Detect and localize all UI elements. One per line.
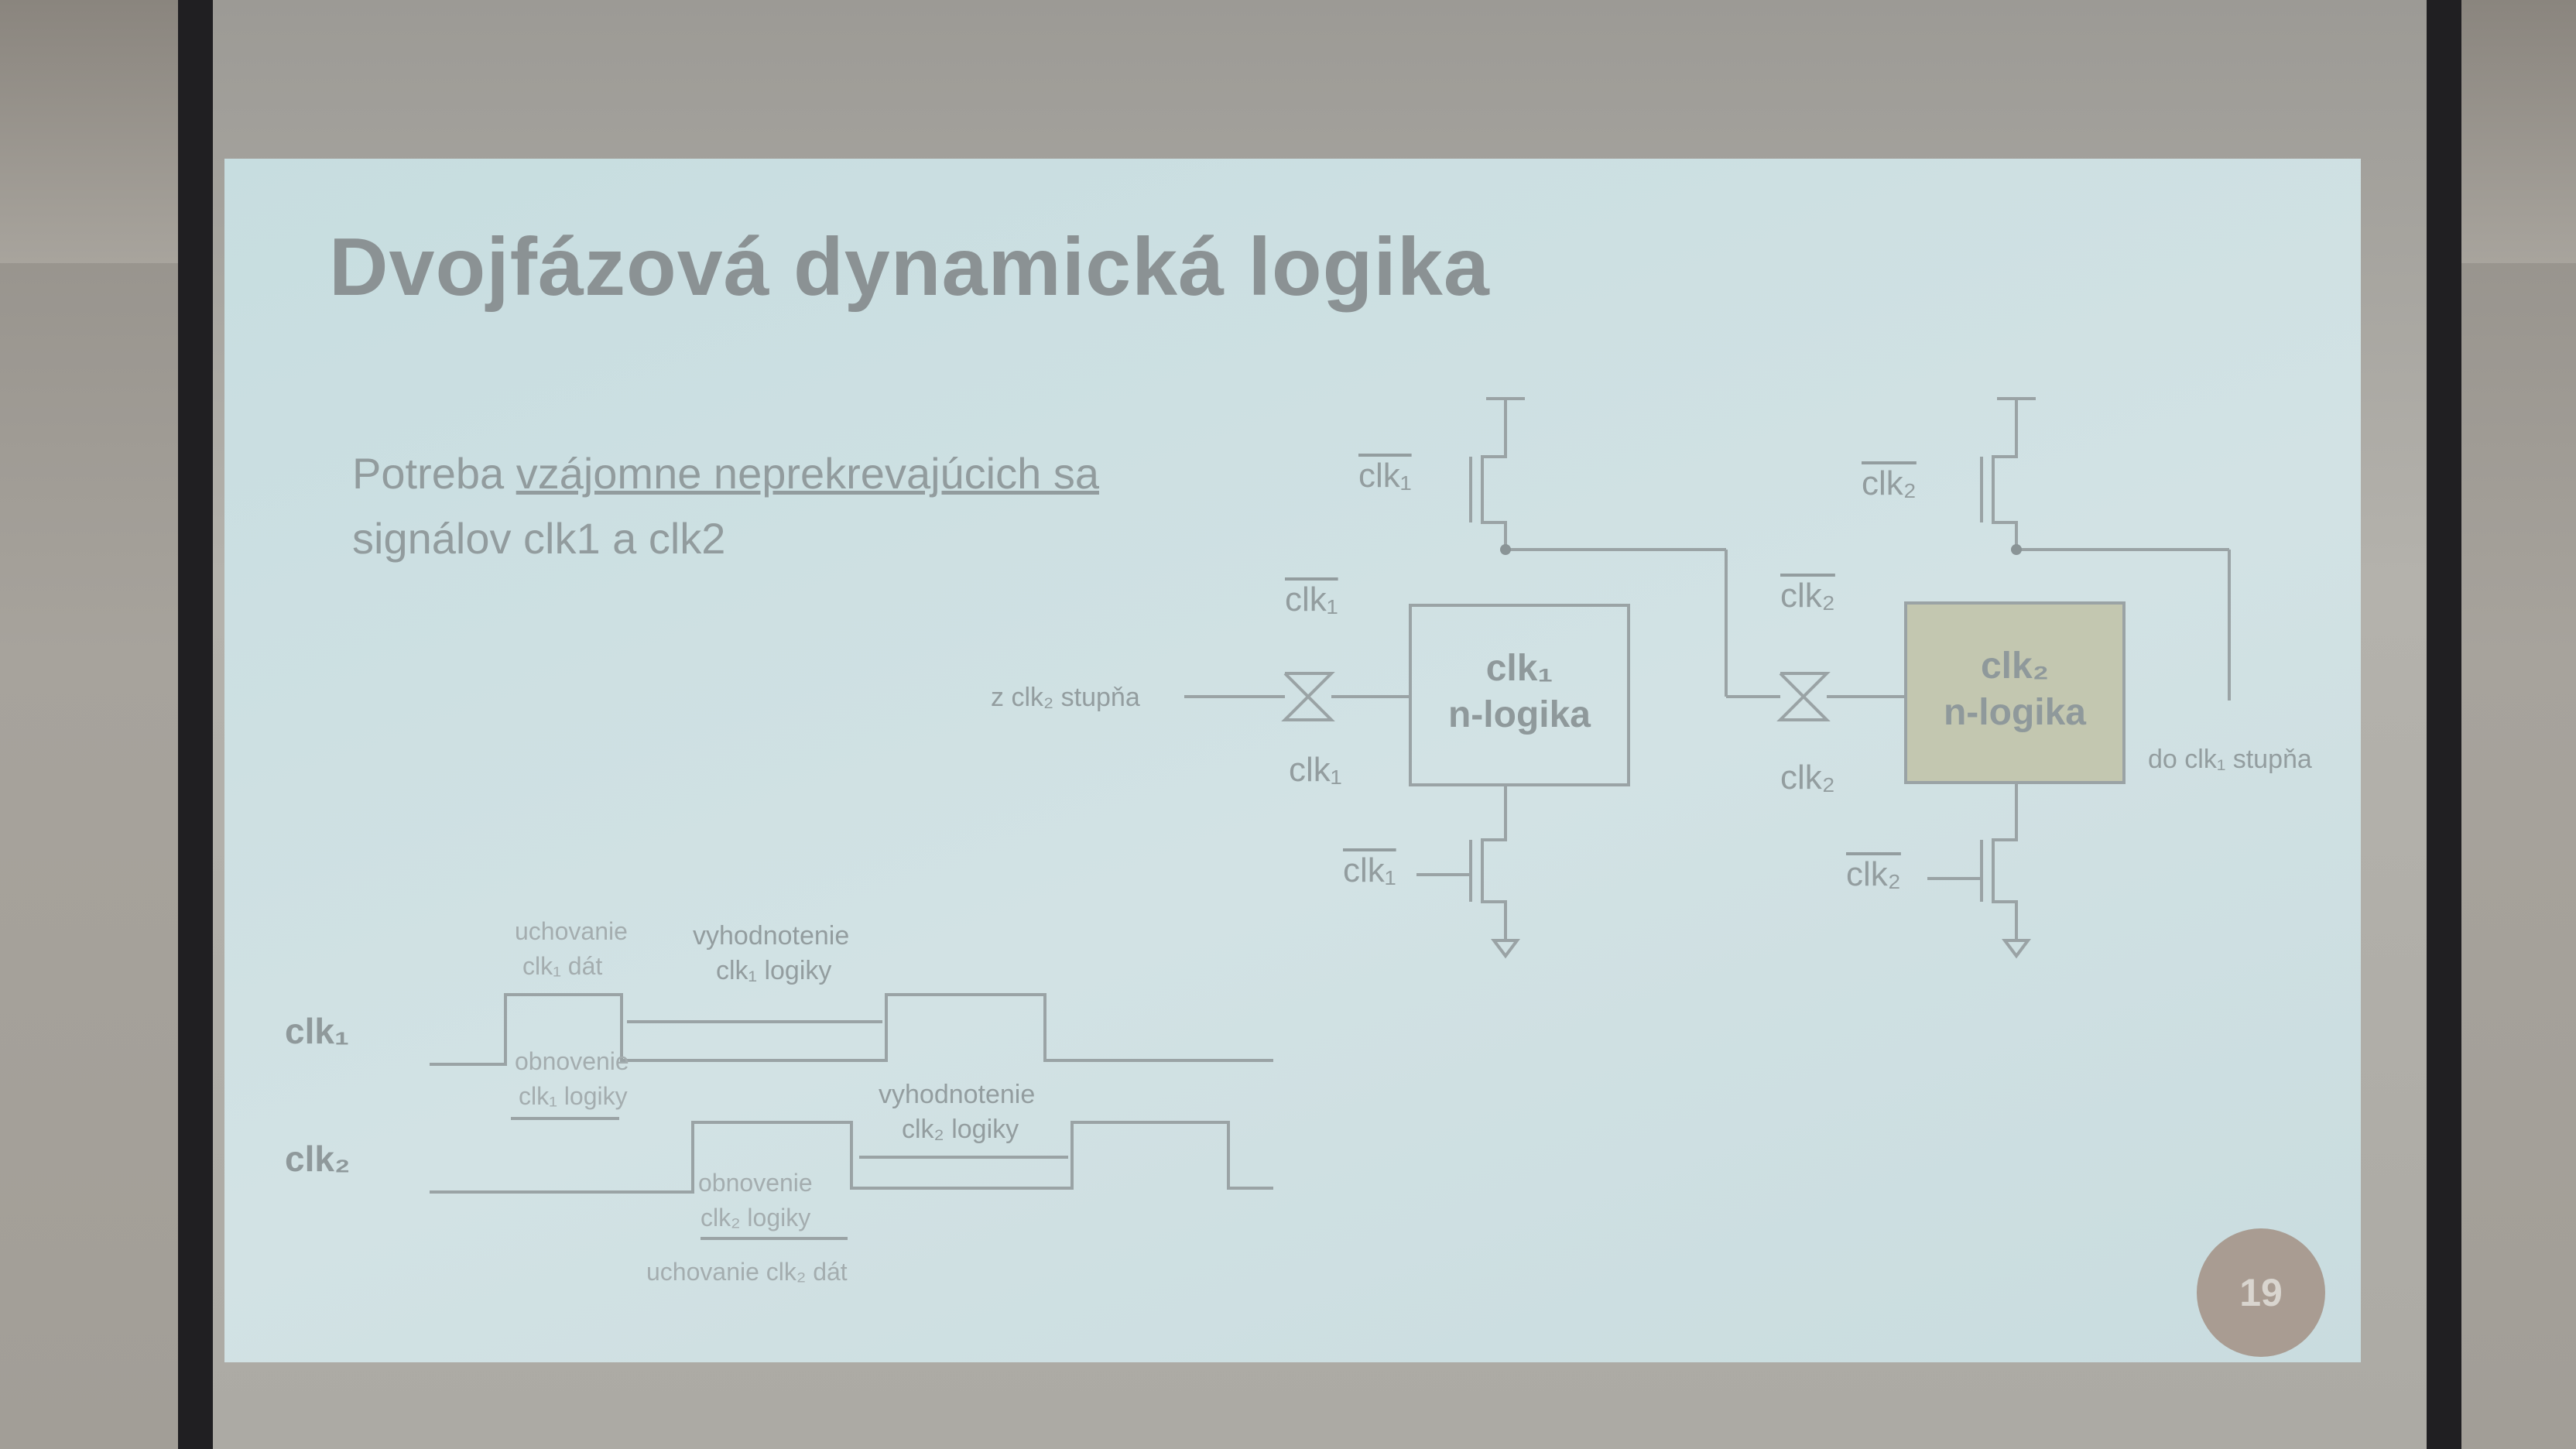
block2-label-2: n-logika <box>1943 692 2086 733</box>
precharge-1 <box>1481 399 1507 550</box>
label-clk1-bar-bottom: clk₁ <box>1343 851 1396 889</box>
ann-refresh-clk2-l2: clk₂ logiky <box>701 1204 811 1231</box>
node-2 <box>2011 544 2022 555</box>
ann-eval-clk1-l1: vyhodnotenie <box>693 921 850 951</box>
label-input: z clk₂ stupňa <box>991 683 1140 712</box>
label-output: do clk₁ stupňa <box>2148 745 2312 774</box>
timing-clk2-label: clk₂ <box>285 1139 351 1179</box>
clk1-waveform <box>430 993 1273 1066</box>
label-clk2-bar-gate: clk₂ <box>1780 577 1835 615</box>
ann-refresh-clk1-l1: obnovenie <box>515 1047 629 1075</box>
body-line-1-plain: Potreba <box>352 449 516 498</box>
label-clk1-gate: clk₁ <box>1289 751 1342 789</box>
circuit-diagram <box>430 397 2231 1240</box>
block2-label-1: clk₂ <box>1980 646 2050 687</box>
ann-store-clk1-l2: clk₁ dát <box>522 952 603 980</box>
ann-refresh-clk1-l2: clk₁ logiky <box>519 1082 628 1110</box>
ann-store-clk2: uchovanie clk₂ dát <box>646 1258 848 1286</box>
slide: Dvojfázová dynamická logika Potreba vzáj… <box>224 159 2361 1362</box>
ann-eval-clk2-l1: vyhodnotenie <box>879 1080 1036 1109</box>
ann-store-clk1-l1: uchovanie <box>515 917 628 945</box>
label-clk2-gate: clk₂ <box>1780 759 1835 796</box>
ann-refresh-clk2-l1: obnovenie <box>698 1169 813 1197</box>
block-clk2-n-logic: clk₂ n-logika <box>1904 601 2126 784</box>
label-clk1-bar-top: clk₁ <box>1358 457 1412 495</box>
clk2-waveform <box>430 1121 1273 1194</box>
body-line-1-underlined: vzájomne neprekrevajúcich sa <box>516 449 1099 498</box>
label-clk2-bar-bottom: clk₂ <box>1846 855 1901 893</box>
body-line-2: signálov clk1 a clk2 <box>352 514 726 563</box>
page-number-badge: 19 <box>2197 1228 2325 1357</box>
body-line-1: Potreba vzájomne neprekrevajúcich sa <box>352 441 1099 506</box>
ann-eval-clk2-l2: clk₂ logiky <box>902 1115 1019 1144</box>
block1-label-1: clk₁ <box>1485 648 1553 689</box>
block-clk1-n-logic: clk₁ n-logika <box>1409 604 1630 786</box>
slide-body-text: Potreba vzájomne neprekrevajúcich sa sig… <box>352 441 1099 571</box>
label-clk2-bar-top: clk₂ <box>1862 464 1917 502</box>
node-1 <box>1500 544 1511 555</box>
block1-label-2: n-logika <box>1447 694 1591 735</box>
slide-title: Dvojfázová dynamická logika <box>329 221 1490 313</box>
label-clk1-bar-gate: clk₁ <box>1285 581 1338 618</box>
timing-clk1-label: clk₁ <box>285 1011 349 1051</box>
ann-eval-clk1-l2: clk₁ logiky <box>716 956 832 985</box>
